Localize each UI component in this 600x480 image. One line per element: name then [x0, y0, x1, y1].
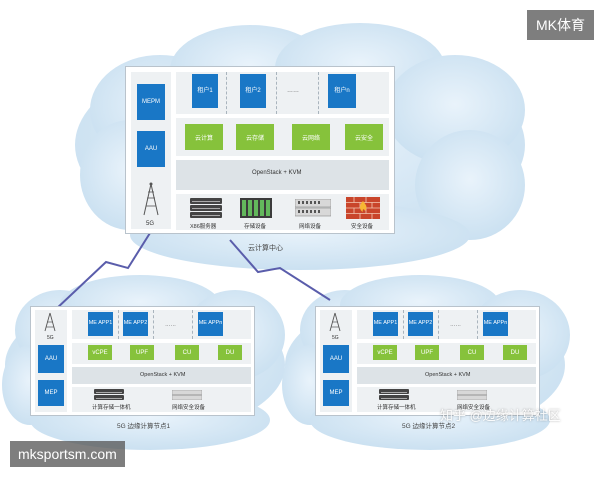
edge1-hardware-label-network: 网络安全设备	[172, 405, 206, 411]
divider	[226, 72, 227, 114]
edge2-func-cu: CU	[460, 345, 484, 360]
storage-device-icon	[240, 198, 272, 218]
edge2-app-n: ME APPn	[483, 312, 508, 336]
edge2-antenna-icon	[329, 312, 341, 332]
edge1-antenna-icon	[44, 312, 56, 332]
center-aau-block: AAU	[137, 131, 165, 167]
divider	[403, 310, 404, 339]
center-caption: 云计算中心	[248, 245, 283, 252]
center-platform-row	[176, 160, 389, 190]
lightning-link-right	[229, 239, 331, 301]
center-tenant-2: 租户2	[240, 74, 266, 108]
edge1-func-cu: CU	[175, 345, 199, 360]
edge2-hardware-label-compute: 计算存储一体机	[377, 405, 416, 411]
edge1-app-ellipsis: ……	[165, 322, 176, 328]
hardware-label-storage: 存储设备	[244, 224, 267, 230]
edge2-network-security-icon	[457, 390, 487, 400]
center-service-compute: 云计算	[185, 124, 223, 150]
center-service-storage: 云存储	[236, 124, 274, 150]
edge1-mep-block: MEP	[38, 380, 64, 406]
edge1-network-security-icon	[172, 390, 202, 400]
edge2-hardware-label-network: 网络安全设备	[457, 405, 491, 411]
edge2-platform-label: OpenStack + KVM	[425, 372, 471, 378]
edge1-func-vcpe: vCPE	[88, 345, 112, 360]
edge2-func-vcpe: vCPE	[373, 345, 397, 360]
edge1-caption: 5G 边缘计算节点1	[117, 423, 171, 430]
network-device-icon	[295, 199, 331, 217]
edge2-compute-storage-icon	[379, 389, 409, 401]
center-tenant-1: 租户1	[192, 74, 218, 108]
edge2-mep-block: MEP	[323, 380, 349, 406]
firewall-icon	[346, 197, 380, 219]
edge1-hardware-label-compute: 计算存储一体机	[92, 405, 131, 411]
x86-server-icon	[190, 198, 222, 218]
edge2-app-1: ME APP1	[373, 312, 398, 336]
edge2-antenna-label: 5G	[332, 335, 339, 341]
edge2-aau-block: AAU	[323, 345, 349, 373]
edge1-app-2: ME APP2	[123, 312, 148, 336]
divider	[276, 72, 277, 114]
center-antenna-icon	[143, 182, 159, 216]
edge1-func-upf: UPF	[130, 345, 154, 360]
edge2-func-upf: UPF	[415, 345, 439, 360]
center-platform-label: OpenStack + KVM	[252, 170, 302, 176]
edge1-aau-block: AAU	[38, 345, 64, 373]
watermark-bottom-badge: mksportsm.com	[10, 441, 125, 467]
lightning-link-left	[54, 232, 151, 311]
divider	[477, 310, 478, 339]
center-tenant-n: 租户n	[328, 74, 356, 108]
center-antenna-label: 5G	[146, 221, 155, 227]
zhihu-watermark: 知乎 @边缘计算社区	[440, 408, 561, 423]
hardware-label-x86: X86服务器	[190, 224, 217, 230]
edge1-platform-row	[72, 367, 251, 384]
edge2-app-ellipsis: ……	[450, 322, 461, 328]
edge2-app-2: ME APP2	[408, 312, 433, 336]
divider	[438, 310, 439, 339]
center-tenant-ellipsis: ……	[287, 88, 299, 94]
edge1-func-du: DU	[218, 345, 242, 360]
center-service-network: 云网络	[292, 124, 330, 150]
edge2-function-row	[357, 343, 536, 364]
edge1-function-row	[72, 343, 251, 364]
edge1-platform-label: OpenStack + KVM	[140, 372, 186, 378]
hardware-label-security: 安全设备	[351, 224, 374, 230]
edge1-compute-storage-icon	[94, 389, 124, 401]
edge1-antenna-label: 5G	[47, 335, 54, 341]
center-mepm-block: MEPM	[137, 84, 165, 120]
divider	[192, 310, 193, 339]
divider	[153, 310, 154, 339]
divider	[118, 310, 119, 339]
edge1-app-n: ME APPn	[198, 312, 223, 336]
center-service-security: 云安全	[345, 124, 383, 150]
edge1-app-1: ME APP1	[88, 312, 113, 336]
edge2-platform-row	[357, 367, 536, 384]
watermark-top-badge: MK体育	[527, 10, 594, 40]
divider	[318, 72, 319, 114]
hardware-label-network: 网络设备	[299, 224, 322, 230]
edge2-func-du: DU	[503, 345, 527, 360]
edge2-caption: 5G 边缘计算节点2	[402, 423, 456, 430]
